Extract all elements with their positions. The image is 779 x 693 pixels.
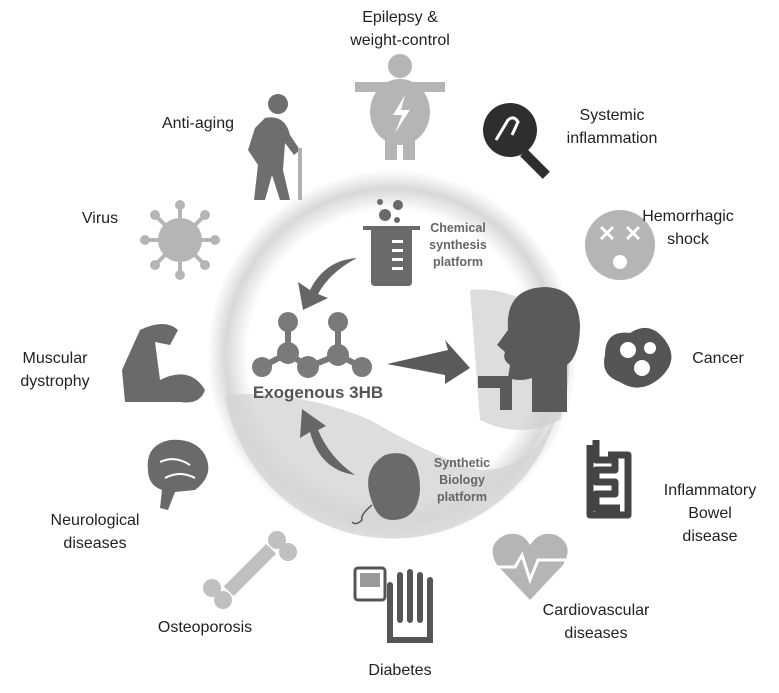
label-systemic: Systemic inflammation	[567, 104, 658, 150]
bacterium-icon	[351, 453, 420, 525]
label-line: platform	[432, 255, 483, 269]
label-line: Diabetes	[368, 662, 432, 679]
label-line: platform	[436, 490, 487, 504]
bone-icon	[203, 531, 297, 609]
chemical-synthesis-label: Chemical synthesis platform	[429, 220, 487, 271]
label-line: Inflammatory	[663, 482, 757, 499]
label-line: diseases	[564, 625, 628, 642]
label-epilepsy: Epilepsy & weight-control	[350, 6, 450, 52]
label-line: shock	[667, 231, 709, 248]
intestine-icon	[586, 440, 632, 519]
molecule-3hb-icon	[252, 312, 372, 378]
center-title: Exogenous 3HB	[252, 383, 384, 402]
label-neuro: Neurological diseases	[51, 509, 140, 555]
shock-face-icon	[585, 210, 655, 280]
label-line: Neurological	[50, 512, 140, 529]
label-diabetes: Diabetes	[368, 659, 431, 682]
label-osteo: Osteoporosis	[158, 616, 252, 639]
magnifier-inflammation-icon	[483, 103, 550, 179]
glucose-meter-hand-icon	[353, 566, 433, 643]
label-line: Cancer	[692, 350, 744, 367]
label-line: Hemorrhagic	[642, 208, 734, 225]
throat-icon	[478, 376, 512, 410]
beaker-icon	[363, 199, 420, 286]
label-muscular: Muscular dystrophy	[20, 347, 89, 393]
label-line: Muscular	[22, 350, 88, 367]
label-line: Epilepsy &	[362, 9, 438, 26]
label-hemorrhagic: Hemorrhagic shock	[642, 205, 734, 251]
cancer-cells-icon	[604, 327, 672, 388]
arrow-to-head-icon	[387, 340, 470, 384]
label-line: dystrophy	[20, 373, 90, 390]
label-line: Bowel	[688, 505, 732, 522]
label-line: Synthetic	[433, 456, 491, 470]
label-cancer: Cancer	[692, 347, 744, 370]
label-virus: Virus	[82, 207, 118, 230]
arrow-from-chemical-icon	[298, 258, 357, 310]
label-line: Systemic	[579, 107, 645, 124]
label-line: Chemical	[430, 221, 486, 235]
label-line: Virus	[81, 210, 119, 227]
human-head-icon	[497, 287, 580, 412]
label-line: disease	[682, 528, 738, 545]
label-line: inflammation	[566, 130, 658, 147]
label-line: diseases	[63, 535, 127, 552]
label-line: Biology	[439, 473, 485, 487]
label-antiaging: Anti-aging	[162, 112, 234, 135]
label-line: Anti-aging	[161, 115, 235, 132]
label-line: synthesis	[429, 238, 487, 252]
brain-icon	[147, 439, 209, 510]
flexed-arm-icon	[122, 324, 205, 403]
virus-icon	[140, 200, 220, 280]
label-line: weight-control	[350, 32, 450, 49]
person-weight-icon	[355, 54, 445, 160]
label-cardio: Cardiovascular diseases	[543, 599, 650, 645]
elderly-person-icon	[248, 94, 302, 200]
label-line: Cardiovascular	[542, 602, 650, 619]
label-line: Osteoporosis	[157, 619, 253, 636]
heart-pulse-icon	[492, 533, 568, 600]
arrow-from-biology-icon	[300, 409, 355, 475]
